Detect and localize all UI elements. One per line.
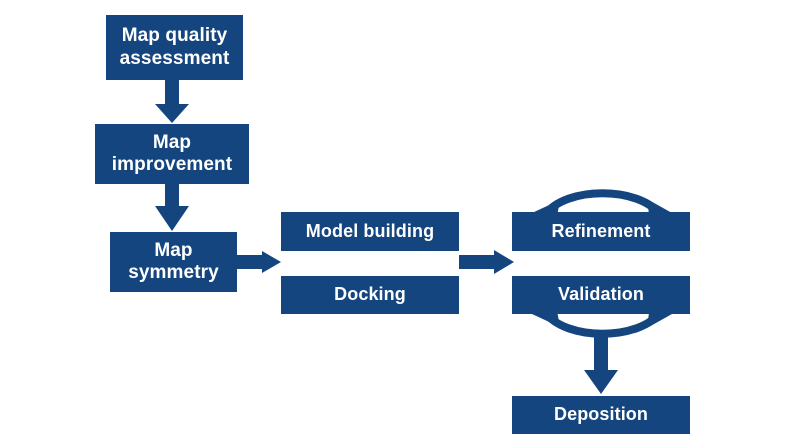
node-deposition[interactable]: Deposition xyxy=(512,396,690,434)
node-map-quality-assessment[interactable]: Map quality assessment xyxy=(106,15,243,80)
connector-quality-to-improvement xyxy=(155,80,189,123)
node-model-building[interactable]: Model building xyxy=(281,212,459,251)
node-docking[interactable]: Docking xyxy=(281,276,459,314)
connector-validation-to-deposition xyxy=(584,330,618,394)
node-validation[interactable]: Validation xyxy=(512,276,690,314)
connector-building-to-refinement xyxy=(459,250,514,274)
connector-symmetry-to-building xyxy=(237,251,281,273)
node-map-symmetry[interactable]: Map symmetry xyxy=(110,232,237,292)
node-refinement[interactable]: Refinement xyxy=(512,212,690,251)
node-map-improvement[interactable]: Map improvement xyxy=(95,124,249,184)
connector-improvement-to-symmetry xyxy=(155,184,189,231)
